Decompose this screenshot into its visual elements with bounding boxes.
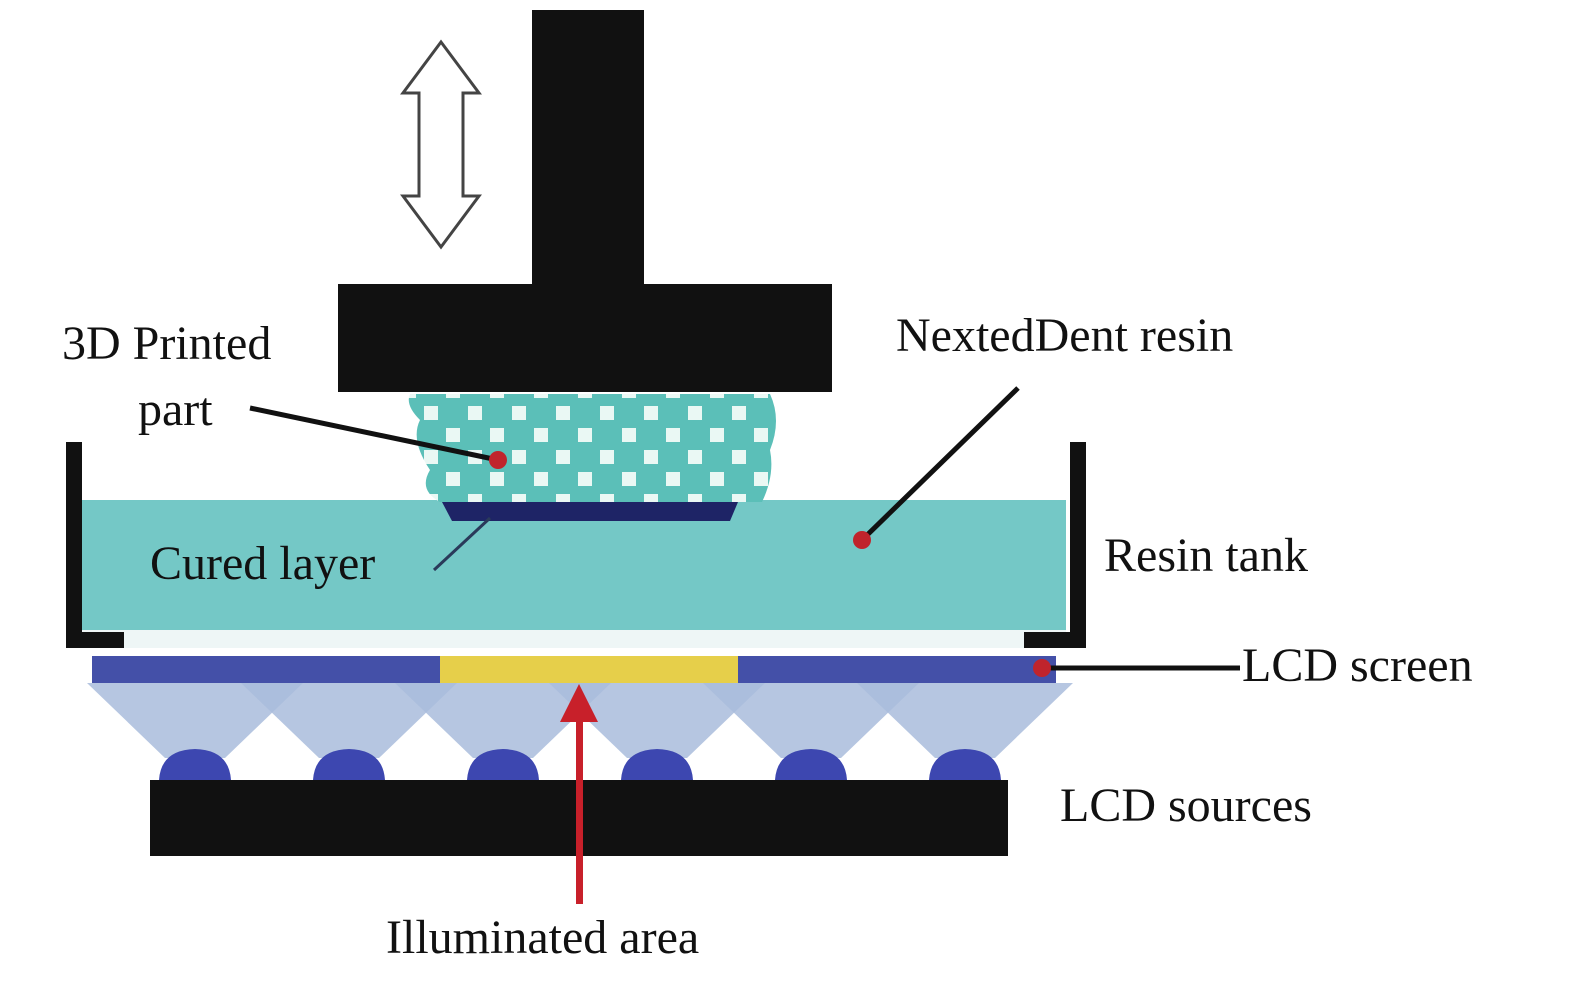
illuminated-segment xyxy=(440,656,738,683)
light-source-dome xyxy=(159,749,231,780)
lcd-screen-left xyxy=(92,656,440,683)
lcd-screen xyxy=(92,656,1056,683)
leader-cured-layer xyxy=(432,516,492,572)
illum-arrow-shaft xyxy=(576,716,583,904)
light-source-dome xyxy=(775,749,847,780)
light-sources xyxy=(159,749,1001,780)
light-source-dome xyxy=(467,749,539,780)
label-lcd-screen: LCD screen xyxy=(1242,639,1473,692)
cured-layer xyxy=(442,502,738,521)
label-lcd-sources: LCD sources xyxy=(1060,779,1312,832)
platform-shaft xyxy=(532,10,644,290)
illum-arrow-head xyxy=(560,684,598,722)
up-down-arrow-icon xyxy=(400,39,482,250)
tank-wall-right xyxy=(1024,442,1086,648)
lcd-screen-right xyxy=(738,656,1056,683)
pointer-dot-printed-part xyxy=(489,451,507,469)
tank-wall-left xyxy=(66,442,124,648)
light-cones xyxy=(87,683,1073,758)
light-source-dome xyxy=(313,749,385,780)
resin-gap xyxy=(82,630,1066,648)
light-cone xyxy=(395,683,611,758)
platform-plate xyxy=(338,284,832,392)
light-cone xyxy=(241,683,457,758)
label-illuminated-area: Illuminated area xyxy=(386,911,700,964)
resin-tank xyxy=(66,442,1086,648)
pointer-dot-resin xyxy=(853,531,871,549)
leader-printed-part xyxy=(249,405,499,463)
light-source-dome xyxy=(621,749,693,780)
pointer-dot-lcd-screen xyxy=(1033,659,1051,677)
light-source-dome xyxy=(929,749,1001,780)
label-printed-part-line2: part xyxy=(138,383,213,436)
printed-part xyxy=(408,394,776,502)
light-cone xyxy=(549,683,765,758)
label-resin-tank: Resin tank xyxy=(1104,529,1308,582)
leader-resin xyxy=(860,386,1020,542)
illumination-arrow xyxy=(560,684,598,904)
build-platform xyxy=(338,10,832,392)
light-cone xyxy=(857,683,1073,758)
resin-pool xyxy=(82,500,1066,630)
label-resin: NextedDent resin xyxy=(896,309,1234,362)
label-printed-part-line1: 3D Printed xyxy=(62,317,272,370)
light-cone xyxy=(703,683,919,758)
label-cured-layer: Cured layer xyxy=(150,537,376,590)
light-cone xyxy=(87,683,303,758)
